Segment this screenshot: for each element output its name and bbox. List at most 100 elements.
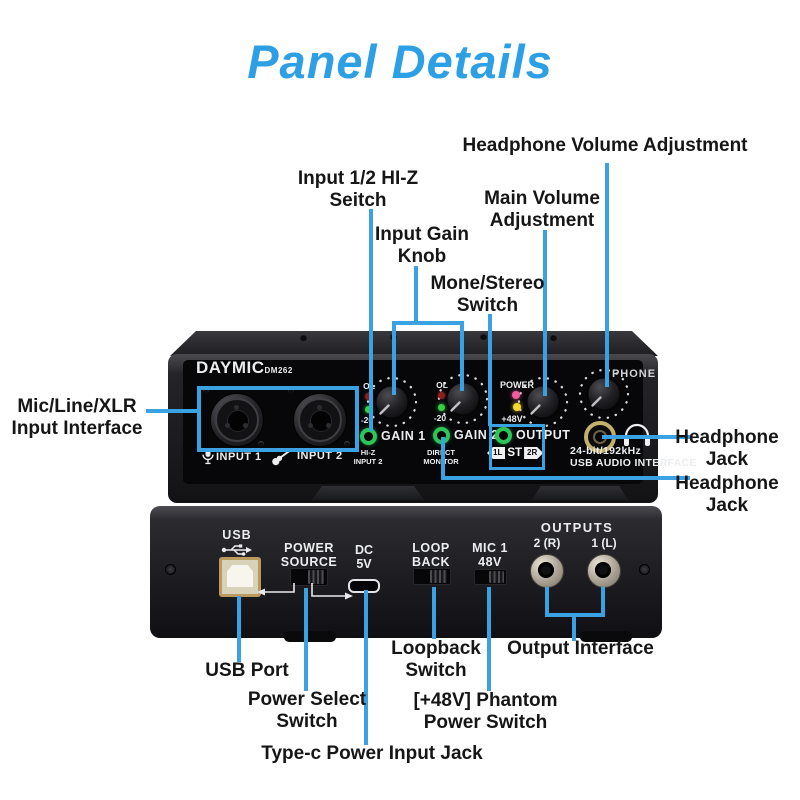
callout-line-output-l: [601, 587, 605, 617]
callout-text: Switch: [276, 711, 338, 733]
rubber-foot: [284, 631, 336, 642]
callout-box-inputs: [197, 386, 359, 452]
ch2-ol-led: [438, 392, 445, 399]
callout-text: Type-c Power Input Jack: [261, 743, 483, 764]
panel-screw: [258, 441, 264, 447]
callout-text: Jack: [705, 449, 749, 471]
xlr-input-2: [293, 393, 347, 447]
power-source-line2: SOURCE: [280, 554, 338, 569]
callout-text: Adjustment: [489, 210, 595, 232]
callout-headphone-jack-bottom: Headphone Jack: [656, 473, 798, 517]
panel-recess: [312, 486, 424, 500]
loopback-label: LOOP BACK: [391, 541, 471, 570]
callout-text: Loopback: [391, 638, 481, 659]
callout-line-gain1: [392, 321, 396, 395]
callout-type-c: Type-c Power Input Jack: [252, 743, 492, 765]
panel-screw: [203, 388, 209, 394]
power-select-switch: [290, 568, 328, 586]
callout-headphone-jack-top: Headphone Jack: [656, 427, 798, 471]
gain1-knob: [366, 376, 418, 428]
callout-text: Power Select: [247, 689, 367, 710]
headphone-icon: [624, 423, 650, 446]
callout-box-mono-stereo: [489, 424, 545, 470]
direct-caption-line1: DIRECT: [412, 448, 470, 457]
mic1-48v-line2: 48V: [478, 554, 502, 569]
input2-label: INPUT 2: [297, 450, 343, 462]
callout-text: Input Gain: [375, 224, 469, 245]
ch1-minus20-label: -20: [360, 415, 374, 425]
callout-line-gain2: [460, 321, 464, 391]
callout-line-usb: [237, 596, 241, 662]
phone-label: PHONE: [611, 368, 657, 380]
callout-text: Power Switch: [423, 712, 548, 734]
spec-line2: USB AUDIO INTERFACE: [570, 457, 697, 469]
callout-mic-input: Mic/Line/XLR Input Interface: [2, 396, 152, 440]
hiz-caption-line1: HI-Z: [360, 448, 376, 457]
gain2-knob: [437, 373, 489, 425]
st-badge-2r: 2R: [524, 447, 544, 459]
output-jack-r: [530, 554, 564, 588]
xlr-pin: [225, 423, 230, 428]
interface-top-face: [170, 331, 658, 356]
xlr-pin: [317, 405, 322, 410]
callout-power-select: Power Select Switch: [233, 689, 381, 733]
brand-name: DAYMIC: [196, 358, 265, 377]
panel-screw: [344, 441, 350, 447]
mic1-48v-label: MIC 1 48V: [456, 541, 524, 570]
phantom-power-switch: [474, 569, 507, 585]
usb-icon: [221, 544, 252, 556]
callout-line-phantom: [487, 587, 491, 691]
ch2-minus20-label: -20: [433, 413, 447, 423]
callout-phantom: [+48V] Phantom Power Switch: [403, 690, 568, 734]
loopback-line2: BACK: [411, 554, 451, 569]
power-source-line1: POWER: [284, 541, 334, 555]
48v-label: +48V: [501, 414, 523, 424]
mic1-48v-line1: MIC 1: [472, 541, 508, 555]
xlr-pin: [243, 423, 248, 428]
top-screw: [300, 334, 307, 341]
callout-text: Seitch: [329, 190, 387, 212]
callout-line-output-stem: [572, 613, 576, 641]
callout-line-hiz: [369, 209, 373, 431]
callout-text: [+48V] Phantom: [413, 690, 558, 711]
gain2-label: GAIN 2: [454, 428, 499, 442]
phone-knob: [578, 368, 630, 420]
hiz-caption-line2: INPUT 2: [353, 457, 383, 467]
dc5v-label: DC 5V: [344, 543, 384, 572]
power-source-label: POWER SOURCE: [259, 541, 359, 570]
brand-logo: DAYMICDM262: [196, 358, 293, 378]
callout-line-loopback: [432, 587, 436, 639]
callout-text: Headphone Volume Adjustment: [462, 135, 748, 156]
model-number: DM262: [264, 366, 293, 375]
callout-line-headphone-jack-top: [602, 435, 690, 439]
callout-text: Headphone: [675, 427, 779, 448]
callout-line-headphone-volume: [605, 163, 609, 387]
hex-screw: [165, 564, 176, 575]
callout-line-mono-stereo: [488, 314, 492, 426]
power-source-arrows: [257, 583, 353, 600]
callout-line-power-select: [304, 588, 308, 691]
callout-text: Output Interface: [507, 638, 654, 659]
callout-line-headphone-jack-bottom-v: [441, 437, 445, 480]
callout-line-main-volume: [543, 230, 547, 396]
callout-text: Knob: [397, 246, 447, 268]
outputs-label: OUTPUTS: [540, 520, 614, 535]
output-r-label: 2 (R): [533, 536, 561, 550]
xlr-pin: [234, 405, 239, 410]
callout-text: USB Port: [205, 660, 289, 681]
rubber-foot: [580, 631, 632, 642]
ch2-ol-label: OL: [436, 380, 448, 390]
callout-line-headphone-jack-bottom-h: [441, 476, 690, 480]
callout-loopback: Loopback Switch: [386, 638, 486, 682]
power-led: [512, 391, 520, 399]
48v-led: [513, 403, 521, 411]
callout-line-gain-bar: [392, 321, 464, 325]
callout-text: Switch: [405, 660, 467, 682]
output-l-label: 1 (L): [591, 536, 617, 550]
usb-label: USB: [222, 528, 252, 542]
panel-screw: [288, 388, 294, 394]
spec-line1: 24-bit/192kHz: [570, 445, 642, 457]
callout-text: Headphone: [675, 473, 779, 494]
ch2-minus20-led: [438, 404, 445, 411]
